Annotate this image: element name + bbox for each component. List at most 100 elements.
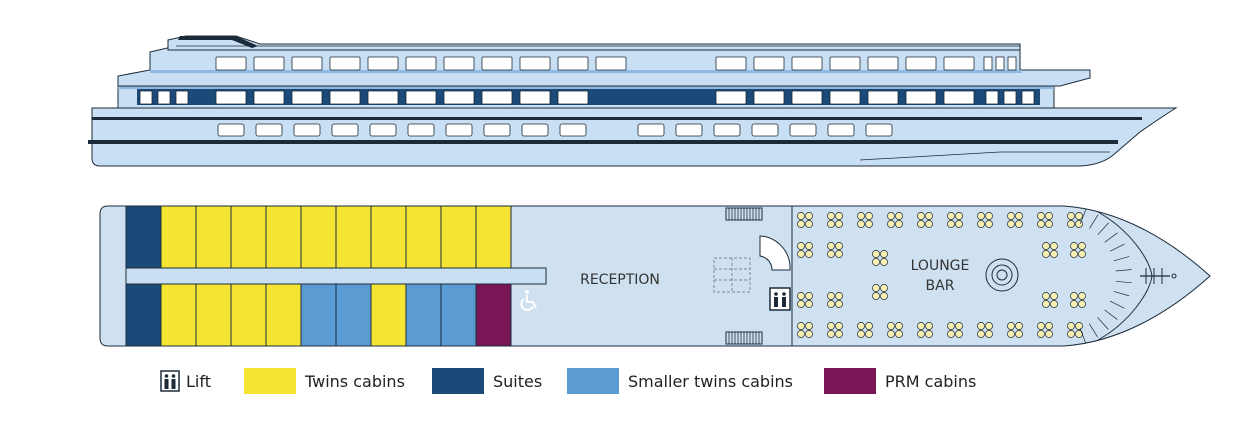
- window: [905, 56, 937, 71]
- middle-deck-windows: [139, 90, 1035, 105]
- window: [829, 90, 861, 105]
- twins-cabin: [265, 205, 302, 269]
- smaller-twins-cabin: [335, 283, 372, 347]
- legend-label: PRM cabins: [885, 371, 977, 391]
- lounge-seat: [917, 330, 925, 338]
- porthole: [789, 123, 817, 137]
- window: [1007, 56, 1017, 71]
- hull: [91, 107, 1178, 167]
- lounge-seat: [1042, 300, 1050, 308]
- lounge-seat: [835, 292, 843, 300]
- corridor: [125, 267, 547, 285]
- ship-deck-plan-view: RECEPTION LOUNGE BAR: [99, 205, 1211, 347]
- lounge-seat: [955, 322, 963, 330]
- lounge-seat: [835, 250, 843, 258]
- hull-stripe-upper: [92, 117, 1142, 120]
- porthole: [255, 123, 283, 137]
- lounge-seat: [955, 330, 963, 338]
- bow-hatch-line: [1089, 323, 1098, 338]
- window: [329, 56, 361, 71]
- lounge-seat: [880, 292, 888, 300]
- twins-cabin: [160, 283, 197, 347]
- lounge-seat: [1070, 242, 1078, 250]
- window: [519, 56, 551, 71]
- twins-cabin: [195, 283, 232, 347]
- porthole: [675, 123, 703, 137]
- lounge-seat: [1045, 220, 1053, 228]
- lounge-seat: [865, 330, 873, 338]
- legend-label: Twins cabins: [305, 371, 405, 391]
- window: [481, 56, 513, 71]
- window: [943, 90, 975, 105]
- lounge-seat: [797, 300, 805, 308]
- sun-deck-top: [178, 36, 258, 48]
- bow-hatch-line: [1079, 328, 1087, 344]
- lounge-seat: [835, 330, 843, 338]
- bow-hatch-line: [1115, 269, 1132, 272]
- lounge-seat: [895, 212, 903, 220]
- lounge-seat: [827, 322, 835, 330]
- lounge-seat: [887, 220, 895, 228]
- porthole: [751, 123, 779, 137]
- twins-cabin: [195, 205, 232, 269]
- window: [985, 90, 999, 105]
- lounge-seat: [827, 292, 835, 300]
- lounge-seat: [1007, 322, 1015, 330]
- lounge-seat: [1050, 292, 1058, 300]
- porthole: [293, 123, 321, 137]
- lounge-seat: [880, 250, 888, 258]
- middle-deck-rail: [118, 86, 1054, 89]
- lounge-seat: [1037, 330, 1045, 338]
- lounge-seat: [1007, 212, 1015, 220]
- twins-cabin: [370, 283, 407, 347]
- lounge-seat: [1050, 300, 1058, 308]
- lounge-seat: [985, 220, 993, 228]
- lounge-seat: [947, 330, 955, 338]
- window: [481, 90, 513, 105]
- window: [715, 56, 747, 71]
- lounge-seat: [865, 220, 873, 228]
- bow-hatch-line: [1079, 208, 1087, 224]
- legend-label: Suites: [493, 371, 543, 391]
- bow-hatch-line: [1097, 222, 1109, 235]
- prm-cabin: [475, 283, 512, 347]
- porthole: [407, 123, 435, 137]
- lounge-seat: [835, 242, 843, 250]
- lounge-seat: [1067, 220, 1075, 228]
- porthole: [559, 123, 587, 137]
- lower-deck-windows: [217, 123, 893, 137]
- window: [519, 90, 551, 105]
- lounge-label: BAR: [926, 278, 955, 294]
- porthole: [827, 123, 855, 137]
- bow-hatch-line: [1104, 309, 1118, 320]
- lounge-seat: [925, 220, 933, 228]
- lounge-seat: [1037, 212, 1045, 220]
- lounge-seat: [827, 242, 835, 250]
- lounge-seat: [925, 212, 933, 220]
- legend-swatch-prm: [824, 368, 876, 394]
- lounge-seat: [1007, 330, 1015, 338]
- lounge-seat: [872, 292, 880, 300]
- window: [595, 56, 627, 71]
- window: [139, 90, 153, 105]
- lounge-seat: [1045, 330, 1053, 338]
- suite-cabin: [125, 283, 162, 347]
- lounge-seat: [1078, 250, 1086, 258]
- upper-deck-rail: [150, 70, 1022, 73]
- window: [329, 90, 361, 105]
- lounge-seat: [1037, 220, 1045, 228]
- window: [557, 90, 589, 105]
- lounge-seat: [880, 284, 888, 292]
- lounge-seat: [1015, 330, 1023, 338]
- ship-side-view: [88, 35, 1178, 167]
- lounge-seat: [827, 330, 835, 338]
- lounge-seat: [880, 258, 888, 266]
- lounge-seat: [955, 220, 963, 228]
- lounge-seat: [805, 250, 813, 258]
- lounge-seat: [797, 212, 805, 220]
- window: [1021, 90, 1035, 105]
- lounge-seat: [835, 322, 843, 330]
- lounge-seat: [955, 212, 963, 220]
- lounge-seat: [1050, 250, 1058, 258]
- lounge-seat: [917, 322, 925, 330]
